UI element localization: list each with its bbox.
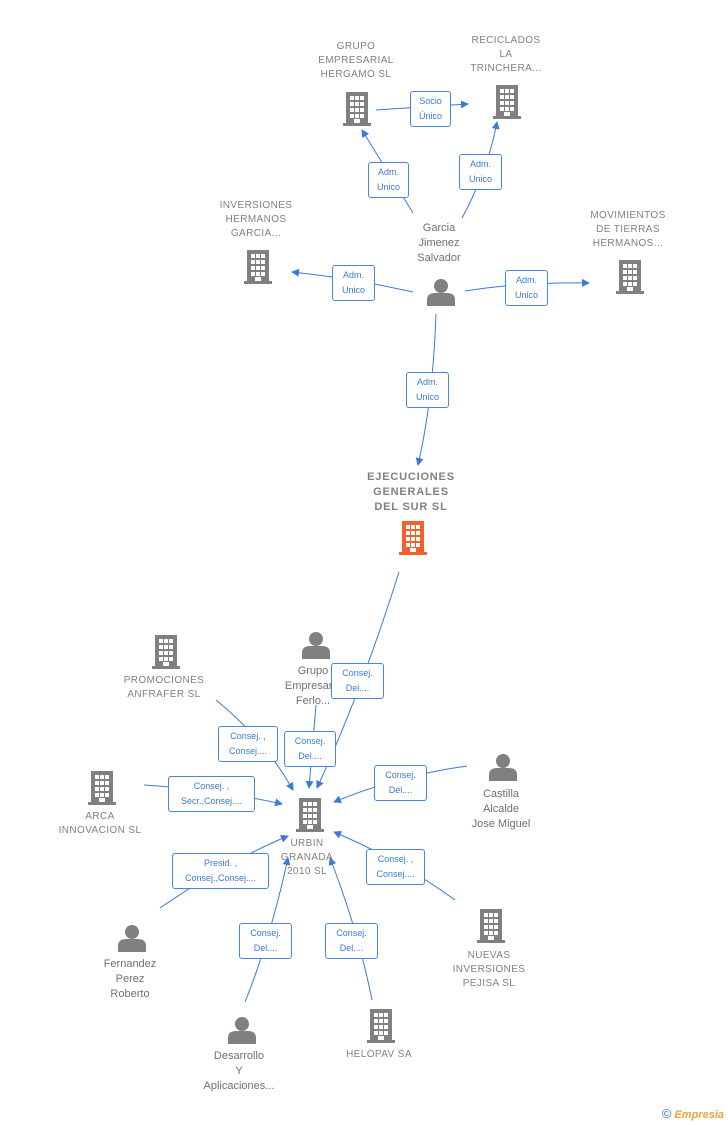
person-icon[interactable] [228,1017,256,1044]
edge-label-ejec-urbin[interactable]: Consej. Del.... [331,663,384,699]
building-icon[interactable] [152,635,180,669]
copyright-icon: © [661,1106,672,1121]
building-icon[interactable] [477,909,505,943]
building-icon[interactable] [616,260,644,294]
building-icon[interactable] [244,250,272,284]
company-label-movimientos[interactable]: MOVIMIENTOS DE TIERRAS HERMANOS... [590,210,666,249]
company-label-inversiones[interactable]: INVERSIONES HERMANOS GARCIA... [219,200,293,239]
building-icon-main[interactable] [399,521,427,555]
building-icon[interactable] [343,92,371,126]
person-label-castilla[interactable]: Castilla Alcalde Jose Miguel [471,788,531,830]
company-label-reciclados[interactable]: RECICLADOS LA TRINCHERA... [470,35,542,74]
edge-label-fernandez-urbin[interactable]: Presid. , Consej.,Consej.... [172,853,269,889]
edge-label-promo-urbin[interactable]: Consej. , Consej.... [218,726,278,762]
edge-label-castilla-urbin[interactable]: Consej. Del.... [374,765,427,801]
company-label-arca[interactable]: ARCA INNOVACION SL [58,811,142,836]
building-icon[interactable] [88,771,116,805]
company-label-ejecuciones[interactable]: EJECUCIONES GENERALES DEL SUR SL [367,471,455,513]
edge-label-adm-reciclados[interactable]: Adm. Unico [459,154,502,190]
edge-label-adm-ejecuciones[interactable]: Adm. Unico [406,372,449,408]
building-icon[interactable] [493,85,521,119]
edge-label-adm-movimientos[interactable]: Adm. Unico [505,270,548,306]
company-label-hergamo[interactable]: GRUPO EMPRESARIAL HERGAMO SL [318,41,394,80]
person-label-desarrollo[interactable]: Desarrollo Y Aplicaciones... [203,1050,275,1092]
building-icon[interactable] [296,798,324,832]
person-icon[interactable] [118,925,146,952]
company-label-promociones[interactable]: PROMOCIONES ANFRAFER SL [123,675,205,700]
person-icon[interactable] [302,632,330,659]
person-label-grupo-ferlo[interactable]: Grupo Empresar... Ferlo... [284,665,342,707]
person-icon[interactable] [427,279,455,306]
building-icon[interactable] [367,1009,395,1043]
edge-label-socio-unico[interactable]: Socio Único [410,91,451,127]
edge-label-nuevas-urbin[interactable]: Consej. , Consej.... [366,849,425,885]
edge-label-adm-inversiones[interactable]: Adm. Unico [332,265,375,301]
brand-name: Empresia [674,1109,724,1121]
edge-label-helopav-urbin[interactable]: Consej. Del.... [325,923,378,959]
edge-label-desarrollo-urbin[interactable]: Consej. Del.... [239,923,292,959]
edge-label-arca-urbin[interactable]: Consej. , Secr.,Consej.... [168,776,255,812]
edge-label-adm-hergamo[interactable]: Adm. Unico [368,162,409,198]
company-label-nuevas[interactable]: NUEVAS INVERSIONES PEJISA SL [452,950,526,989]
person-label-fernandez[interactable]: Fernandez Perez Roberto [103,958,157,1000]
brand-logo[interactable]: ©Empresia [662,1106,724,1121]
person-label-garcia[interactable]: Garcia Jimenez Salvador [417,222,461,264]
edge-label-ferlo-urbin[interactable]: Consej. Del.... [284,731,336,767]
person-icon[interactable] [489,754,517,781]
company-label-helopav[interactable]: HELOPAV SA [346,1049,412,1060]
company-label-urbin[interactable]: URBIN GRANADA 2010 SL [280,838,334,877]
